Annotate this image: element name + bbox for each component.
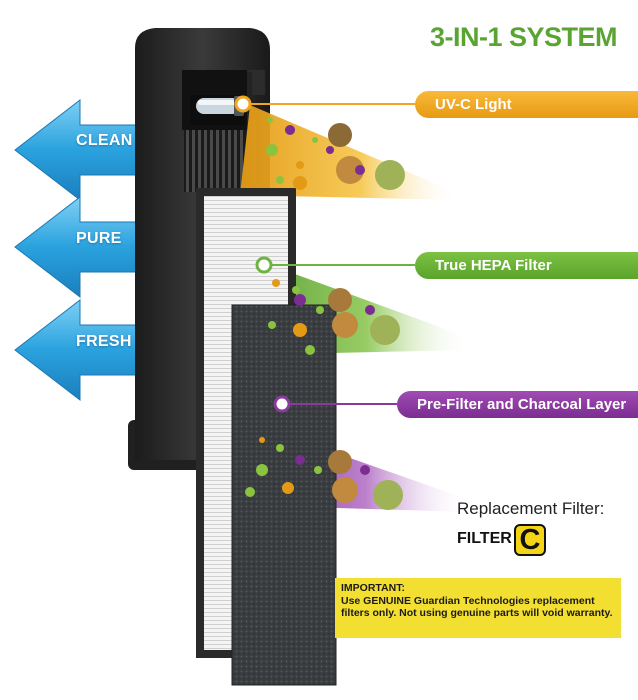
fresh-arrow — [14, 298, 141, 402]
uv-stream — [240, 105, 460, 200]
clean-arrow — [14, 98, 141, 202]
filter-word: FILTER — [457, 530, 512, 547]
uv-callout-line — [234, 95, 415, 113]
page-title: 3-IN-1 SYSTEM — [430, 22, 618, 52]
fresh-label: FRESH — [76, 333, 132, 350]
warranty-notice: IMPORTANT: Use GENUINE Guardian Technolo… — [335, 578, 621, 638]
particle-cluster-uv — [266, 117, 405, 190]
charcoal-layer-label: Pre-Filter and Charcoal Layer — [397, 391, 638, 418]
hepa-filter-label: True HEPA Filter — [415, 252, 638, 279]
uv-light-label: UV-C Light — [415, 91, 638, 118]
filter-type-badge: C — [514, 524, 546, 556]
charcoal-callout-line — [273, 395, 397, 413]
pure-label: PURE — [76, 230, 122, 247]
clean-label: CLEAN — [76, 132, 133, 149]
replacement-filter-title: Replacement Filter: — [457, 499, 605, 518]
notice-line-2: filters only. Not using genuine parts wi… — [341, 607, 613, 619]
particle-cluster-hepa — [268, 279, 400, 355]
notice-heading: IMPORTANT: — [341, 582, 405, 594]
pure-arrow — [14, 195, 141, 299]
hepa-callout-line — [255, 256, 415, 274]
particle-cluster-charcoal — [245, 437, 403, 510]
notice-line-1: Use GENUINE Guardian Technologies replac… — [341, 594, 595, 607]
